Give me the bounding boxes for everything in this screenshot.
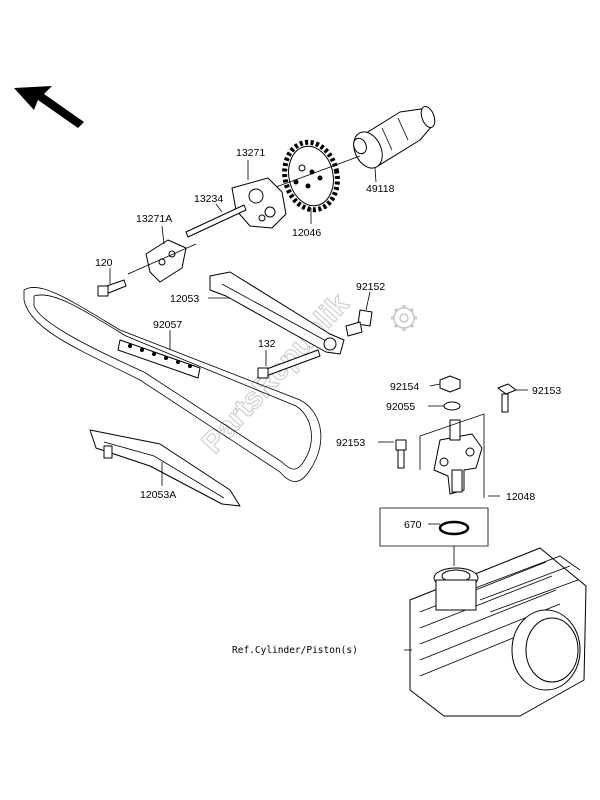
cam-sprocket [267, 139, 361, 224]
camshaft [353, 105, 436, 183]
chain-guide-lower [89, 429, 241, 507]
cam-chain [23, 287, 322, 482]
label-13271: 13271 [236, 147, 265, 159]
label-ref-cylinder-piston: Ref.Cylinder/Piston(s) [232, 645, 358, 656]
label-12053a: 12053A [140, 489, 176, 501]
label-13234: 13234 [194, 193, 223, 205]
label-92153-right: 92153 [532, 385, 561, 397]
tensioner-assembly [378, 375, 528, 566]
gear-icon [391, 305, 417, 331]
bolt-120 [97, 268, 127, 297]
label-92154: 92154 [390, 381, 419, 393]
label-670: 670 [404, 519, 422, 531]
label-92055: 92055 [386, 401, 415, 413]
label-12046: 12046 [292, 227, 321, 239]
cylinder [404, 547, 587, 717]
spring-bracket [127, 225, 197, 283]
label-12053: 12053 [170, 293, 199, 305]
bolt-132 [257, 349, 321, 379]
label-120: 120 [95, 257, 113, 269]
pin [185, 203, 247, 238]
label-13271a: 13271A [136, 213, 172, 225]
chain-guide [208, 271, 345, 355]
label-92152: 92152 [356, 281, 385, 293]
label-132: 132 [258, 338, 276, 350]
bolt-92152 [345, 291, 373, 337]
decompression-plate [231, 160, 287, 229]
label-49118: 49118 [366, 183, 395, 195]
label-92153-left: 92153 [336, 437, 365, 449]
label-92057: 92057 [153, 319, 182, 331]
front-direction-arrow-icon [14, 86, 84, 128]
label-12048: 12048 [506, 491, 535, 503]
